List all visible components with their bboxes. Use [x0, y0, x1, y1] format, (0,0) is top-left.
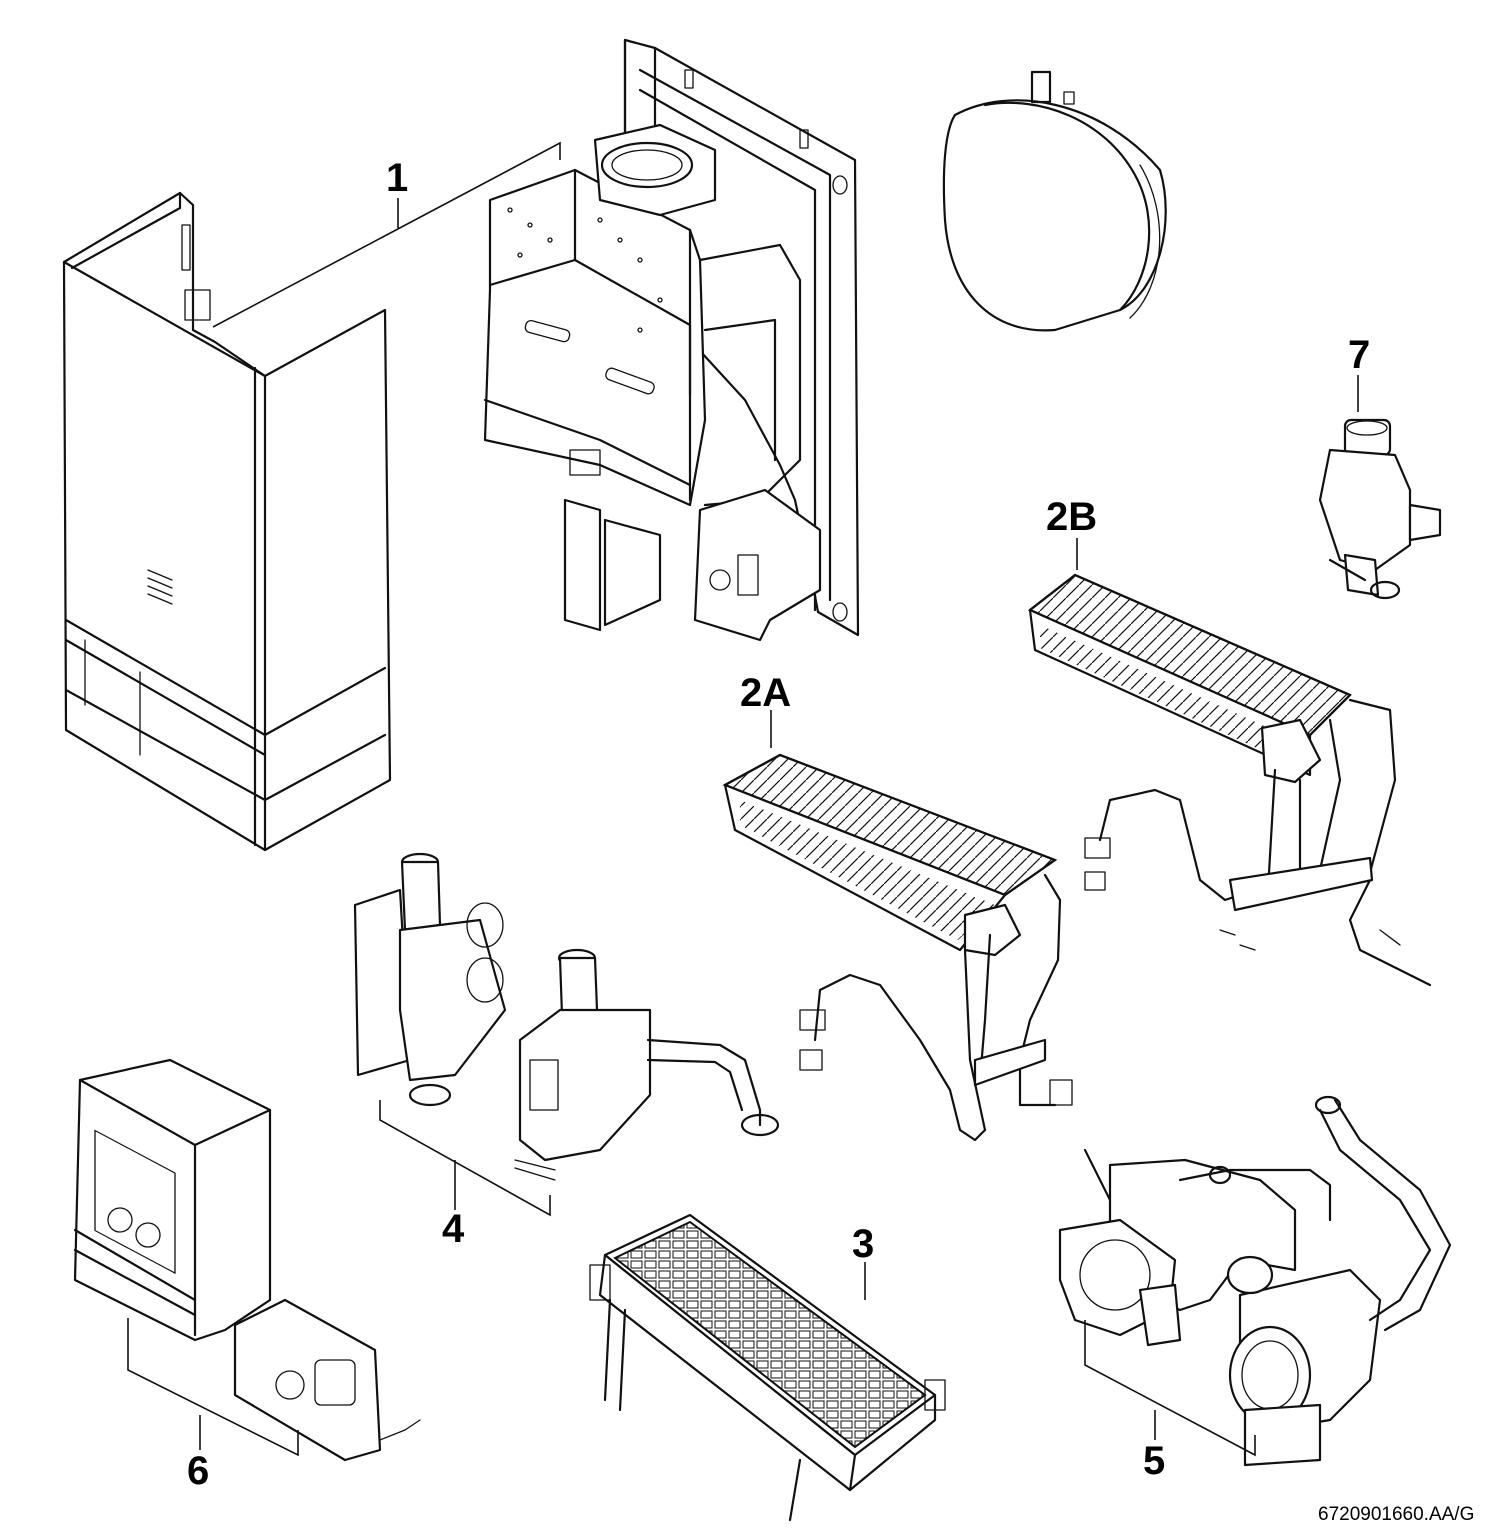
drawing-code: 6720901660.AA/G [1318, 1504, 1474, 1525]
label-heat-exchanger-b: 2B [1046, 495, 1097, 539]
valve-7-part [1318, 418, 1442, 600]
gas-valve-4 [353, 852, 780, 1181]
heat-exchanger-2a [722, 753, 1073, 1142]
leader-lines [127, 141, 1359, 1457]
control-unit-6 [73, 1058, 421, 1462]
casing-part [62, 191, 392, 852]
vent-grille [147, 569, 173, 605]
label-control-unit: 6 [187, 1449, 209, 1493]
label-hydraulic-pump: 5 [1143, 1439, 1165, 1483]
expansion-vessel [942, 70, 1167, 332]
label-burner: 3 [852, 1222, 874, 1266]
frame-combustion-chamber [483, 38, 860, 642]
burner-3 [589, 1213, 946, 1522]
pump-5 [1058, 1095, 1452, 1467]
label-gas-valve: 4 [442, 1207, 465, 1251]
heat-exchanger-2b [1027, 573, 1432, 987]
label-casing: 1 [386, 156, 408, 200]
label-valve-7: 7 [1348, 333, 1370, 377]
label-heat-exchanger-a: 2A [740, 671, 791, 715]
